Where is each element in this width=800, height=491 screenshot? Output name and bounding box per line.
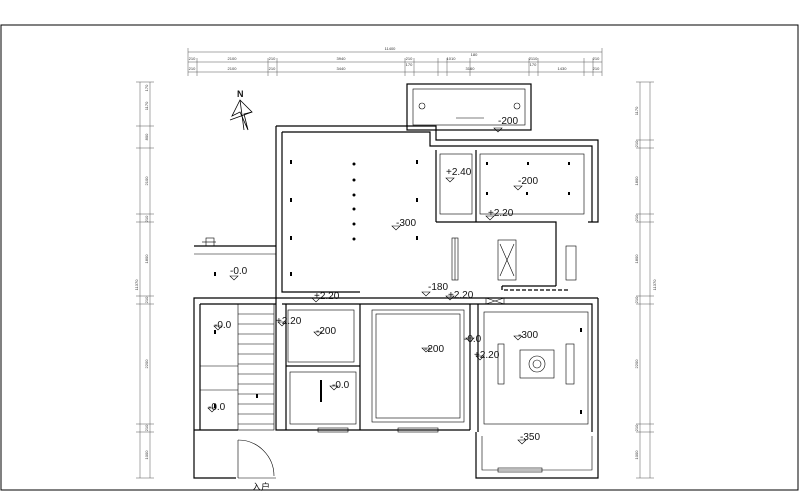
dim-top-2: 2100 [228,56,238,61]
label-dining-ceiling: +2.20 [276,316,302,327]
dim-left-1: 170 [144,84,149,91]
dim-left-6: 1800 [144,254,149,264]
label-bedroom-ne-ceiling: +2.20 [488,208,514,219]
label-bath-small: +2.40 [446,167,472,178]
walls [193,83,599,479]
entrance-door-icon [237,439,276,479]
dim-top-r2-9: 210 [593,66,600,71]
dim-left-3: 800 [144,133,149,140]
dim-right-3: 1800 [634,176,639,186]
dim-left-5: 210 [144,215,149,222]
right-dimensions [636,81,654,479]
dim-left-7: 210 [144,296,149,303]
label-balcony-bottom: -350 [520,432,540,443]
level-markers [207,127,527,445]
dim-top-r2-6: 3160 [466,66,476,71]
dim-top-8: 2110 [529,56,538,61]
label-balcony-top: -200 [498,116,518,127]
label-west-upper: -0.0 [230,266,248,277]
ceiling-lights [214,160,582,414]
dim-right-2: 210 [634,140,639,147]
dim-top-3: 210 [269,56,276,61]
north-arrow-icon [229,99,253,131]
dim-right-6: 210 [634,296,639,303]
drawing-frame [0,24,799,491]
dim-top-6: 1010 [447,56,457,61]
label-bedroom-se-edge: -0.0 [464,334,482,345]
dim-top-r2-7: 170 [530,62,537,67]
entrance-label: 入户 [252,481,270,491]
dim-right-1: 1170 [634,106,639,115]
label-living: -300 [396,218,416,229]
dim-top-r2-4: 3440 [337,66,347,71]
left-dimensions [136,81,154,479]
label-storage: -0.0 [332,380,350,391]
dim-top-r2-8: 1430 [558,66,568,71]
dim-top-4: 3940 [337,56,347,61]
dim-top-5: 210 [406,56,413,61]
dim-left-2: 1170 [144,101,149,110]
top-dimensions [187,48,603,76]
label-kitchen: -200 [316,326,336,337]
dim-left-4: 2100 [144,176,149,186]
dim-right-total: 11370 [652,279,657,291]
dim-right-9: 1000 [634,450,639,460]
dim-left-8: 2200 [144,359,149,369]
label-master: -200 [424,344,444,355]
label-west-mid: -0.0 [214,320,232,331]
staircase [237,303,275,431]
dim-top-r2-2: 2100 [228,66,238,71]
dim-top-r2-5: 170 [406,62,413,67]
dim-left-total: 11370 [134,279,139,291]
balcony-top-fixtures [418,102,521,119]
label-stair-ceiling: +2.20 [314,291,340,302]
dim-top-r2-1: 210 [189,66,196,71]
dim-top-9: 210 [593,56,600,61]
dim-top-1: 210 [189,56,196,61]
dim-right-7: 2200 [634,359,639,369]
label-bedroom-se-ceiling: +2.20 [474,350,500,361]
label-bedroom-se: -300 [518,330,538,341]
dim-left-9: 210 [144,424,149,431]
dim-right-5: 1800 [634,254,639,264]
label-west-lower: -0.0 [208,402,226,413]
dim-right-8: 210 [634,424,639,431]
dim-top-r2-3: 210 [269,66,276,71]
dim-overall-top: 11400 [385,46,397,51]
dim-left-10: 1000 [144,450,149,460]
fixtures [202,237,577,473]
dim-top-7: 180 [471,52,478,57]
dim-right-4: 210 [634,214,639,221]
ceiling-outlines [287,153,589,425]
dashed-partition [501,286,568,291]
label-corridor-ceiling: +2.20 [448,290,474,301]
label-bedroom-ne: -200 [518,176,538,187]
north-label: N [237,89,244,99]
label-corridor: -180 [428,282,448,293]
